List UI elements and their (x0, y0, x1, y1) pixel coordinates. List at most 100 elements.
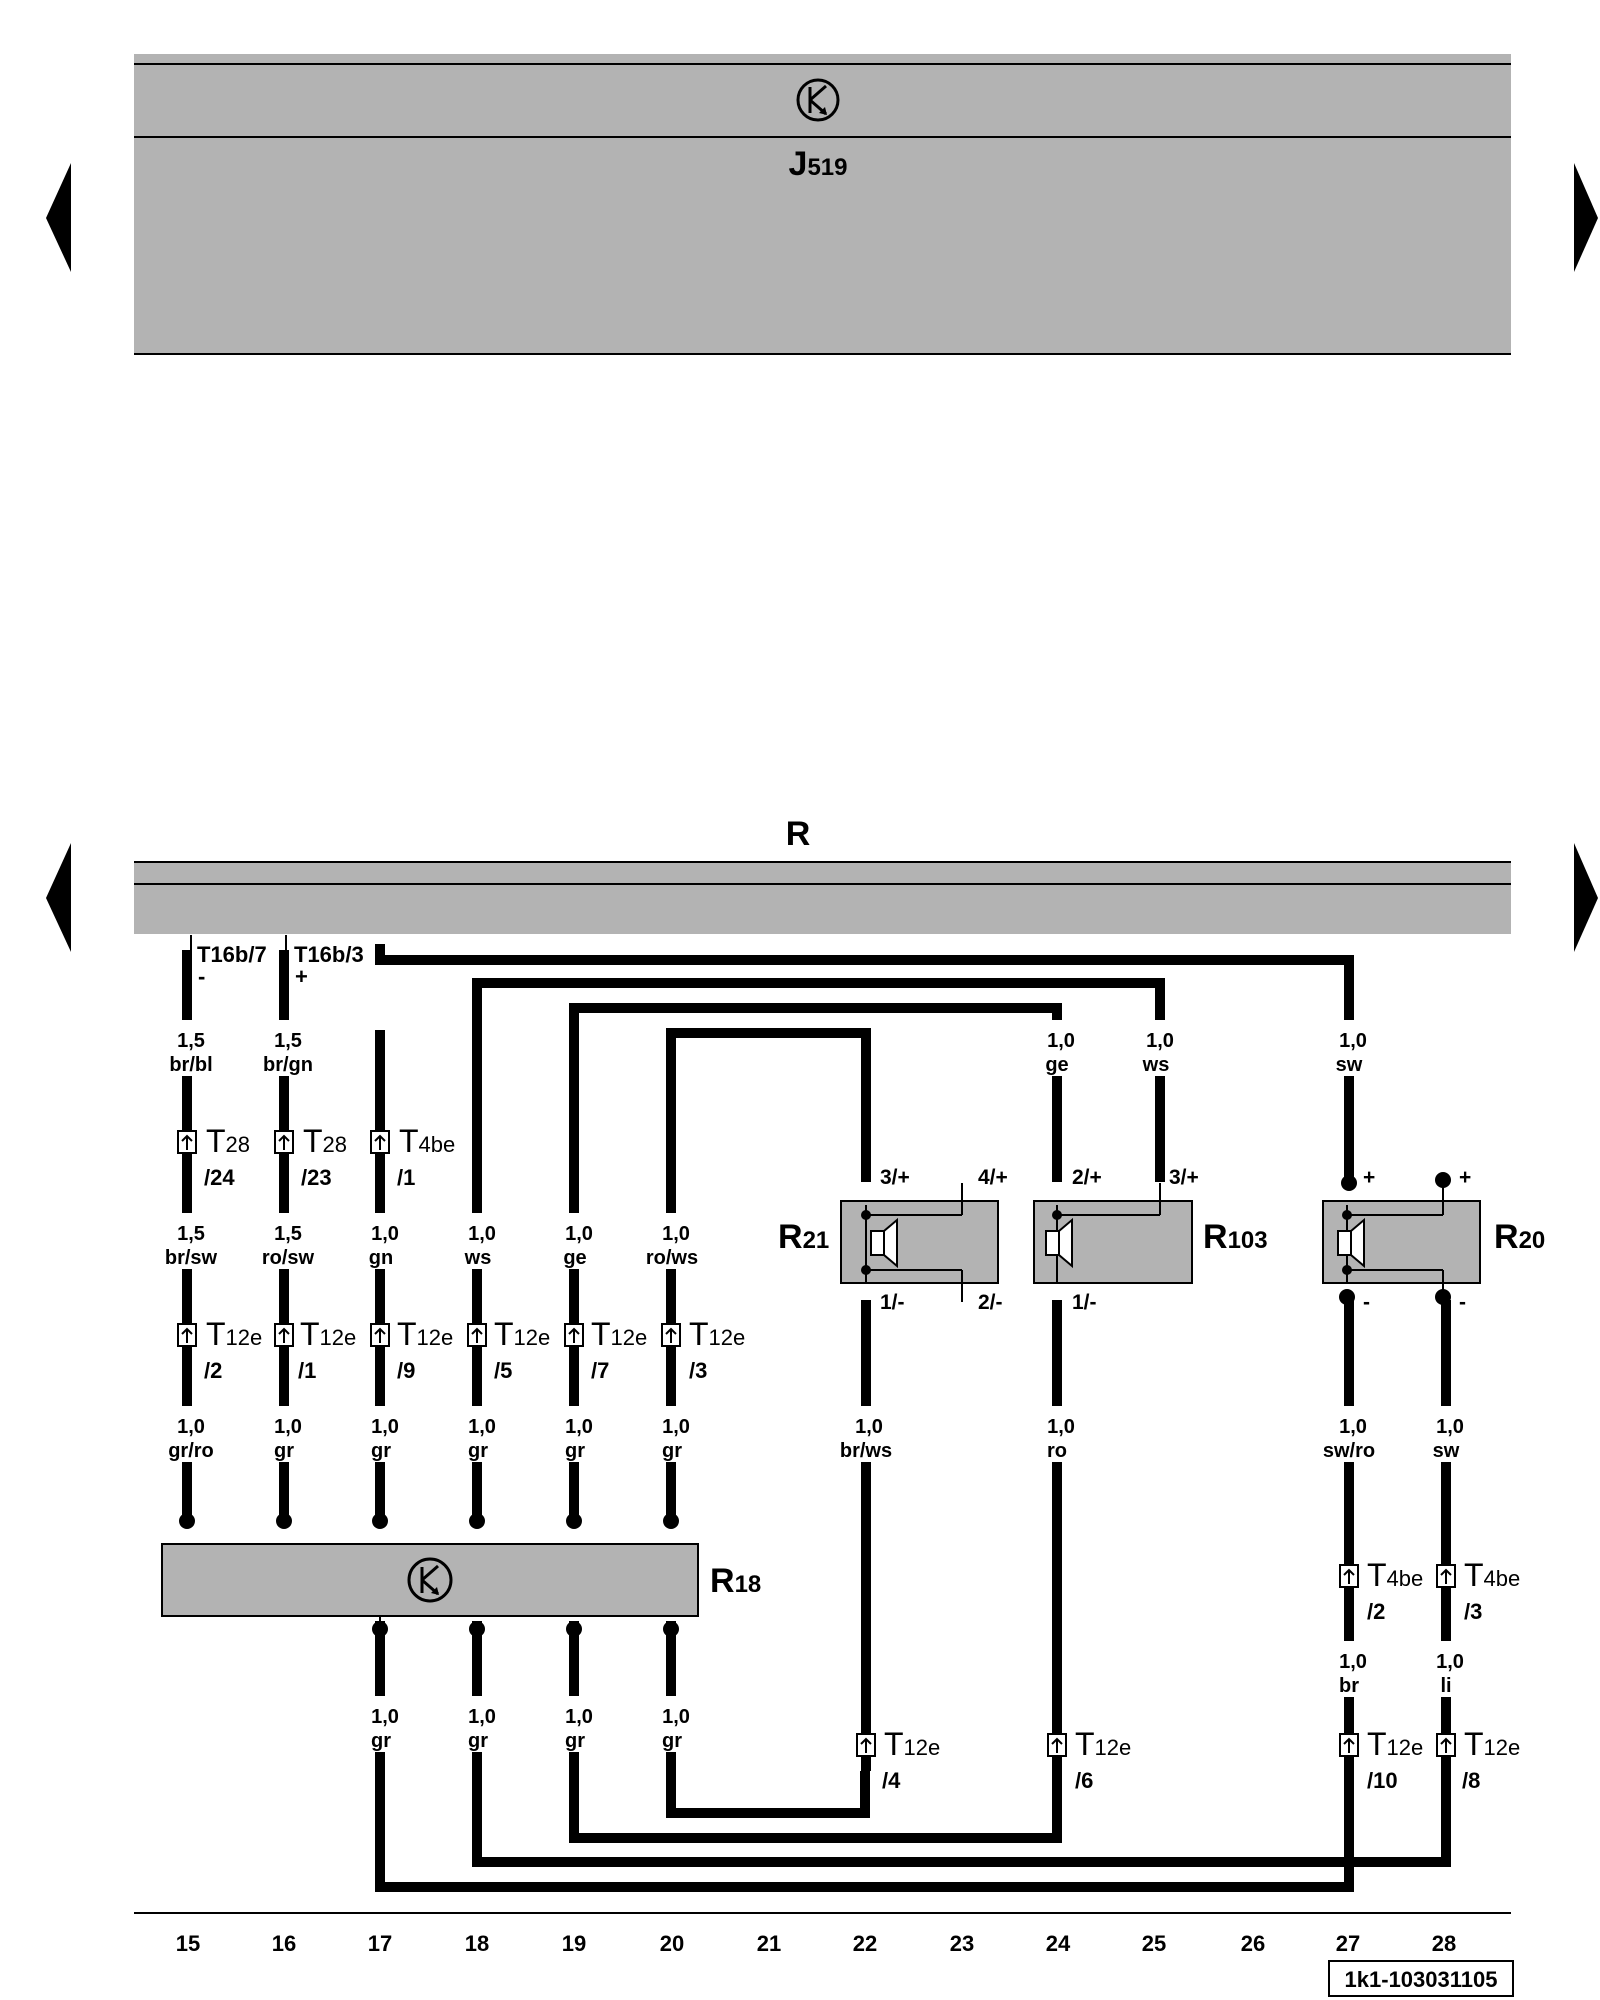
wire-gauge-label: 1,0 (468, 1416, 496, 1438)
connector-pin: /2 (204, 1358, 222, 1383)
pin-label: + (1459, 1166, 1471, 1189)
column-number: 15 (176, 1931, 200, 1956)
connector-symbol (467, 1323, 487, 1347)
column-number: 25 (1142, 1931, 1166, 1956)
previous-page-arrow[interactable] (46, 163, 71, 272)
pin-label: + (1363, 1166, 1375, 1189)
column-number: 28 (1432, 1931, 1456, 1956)
wire-color-label: gr (371, 1730, 391, 1752)
wire-color-label: ws (1142, 1054, 1170, 1076)
connector-pin: /5 (494, 1358, 512, 1383)
wire-color-label: br/bl (169, 1054, 212, 1076)
bus-pin-sign: - (198, 964, 205, 989)
connector-pin: /23 (301, 1165, 332, 1190)
connector-label: T12e (884, 1726, 940, 1762)
connector-label: T12e (1367, 1726, 1423, 1762)
wire-color-label: br/gn (263, 1054, 313, 1076)
column-number: 26 (1241, 1931, 1265, 1956)
r103-label: R103 (1203, 1218, 1268, 1256)
connector-symbol (1436, 1733, 1456, 1757)
wire-color-label: ro/ws (646, 1247, 698, 1269)
wire-gauge-label: 1,0 (371, 1416, 399, 1438)
next-page-arrow[interactable] (1574, 163, 1598, 272)
wire-gauge-label: 1,0 (662, 1223, 690, 1245)
wire-color-label: ge (563, 1247, 586, 1269)
wire-gauge-label: 1,0 (855, 1416, 883, 1438)
pin-label: 1/- (1072, 1291, 1097, 1314)
wire-loop-18-r103 (472, 978, 1165, 1194)
r18-amplifier: R18 (161, 1543, 761, 1617)
connector-symbol (274, 1130, 294, 1154)
connector-label: T12e (206, 1316, 262, 1352)
r21-speaker: 3/+ 4/+ 1/- 2/- R21 (778, 1166, 1008, 1314)
wire-gauge-label: 1,0 (565, 1706, 593, 1728)
wire-color-label: gn (369, 1247, 393, 1269)
wire-color-label: gr/ro (168, 1440, 214, 1462)
wire-loop-19-r103 (569, 1003, 1062, 1194)
previous-page-arrow[interactable] (46, 843, 71, 952)
wire-color-label: ge (1045, 1054, 1068, 1076)
connector-label: T12e (591, 1316, 647, 1352)
wire-gauge-label: 1,0 (1339, 1030, 1367, 1052)
connector-label: T28 (206, 1123, 250, 1159)
wire-gauge-label: 1,0 (1146, 1030, 1174, 1052)
wire-gauge-label: 1,0 (274, 1416, 302, 1438)
connector-symbol (564, 1323, 584, 1347)
connector-symbol (370, 1130, 390, 1154)
r103-speaker: 2/+ 3/+ 1/- R103 (1033, 1166, 1268, 1314)
wire-color-label: br (1339, 1675, 1359, 1697)
connector-label: T4be (399, 1123, 455, 1159)
pin-label: - (1459, 1291, 1466, 1314)
connector-label: T12e (397, 1316, 453, 1352)
connector-label: T4be (1367, 1557, 1423, 1593)
connector-symbol (856, 1733, 876, 1757)
wire-gauge-label: 1,0 (1436, 1651, 1464, 1673)
wire-gauge-label: 1,0 (662, 1706, 690, 1728)
bus-pin-sign: + (295, 964, 308, 989)
connector-symbol (1436, 1564, 1456, 1588)
wire-color-label: sw/ro (1323, 1440, 1375, 1462)
column-number: 17 (368, 1931, 392, 1956)
r20-label: R20 (1494, 1218, 1545, 1256)
connector-label: T12e (300, 1316, 356, 1352)
r21-label: R21 (778, 1218, 829, 1256)
wire-color-label: gr (468, 1440, 488, 1462)
wire-gauge-label: 1,0 (468, 1706, 496, 1728)
wire-color-label: gr (662, 1440, 682, 1462)
connector-pin: /4 (882, 1768, 901, 1793)
pin-label: - (1363, 1291, 1370, 1314)
wire-gauge-label: 1,0 (177, 1416, 205, 1438)
wire-gauge-label: 1,5 (177, 1030, 205, 1052)
speaker-icon (1337, 1217, 1365, 1269)
j519-label: J519 (789, 145, 848, 183)
wire-color-label: gr (565, 1730, 585, 1752)
connector-label: T12e (689, 1316, 745, 1352)
wire-gauge-label: 1,0 (468, 1223, 496, 1245)
wire-color-label: ro/sw (262, 1247, 315, 1269)
wire-labels: 1,5 br/bl 1,5 br/gn 1,5 br/sw 1,5 ro/sw … (165, 1030, 1464, 1752)
speaker-icon (870, 1217, 898, 1269)
connector-symbol (370, 1323, 390, 1347)
wire-color-label: gr (662, 1730, 682, 1752)
connector-symbol (177, 1323, 197, 1347)
wire-color-label: br/sw (165, 1247, 218, 1269)
reference-code-box: 1k1-103031105 (1328, 1960, 1514, 1997)
column-number: 24 (1046, 1931, 1071, 1956)
next-page-arrow[interactable] (1574, 843, 1598, 952)
connectors: T28 /24 T28 /23 T4be /1 T12e /2 T12e /1 … (177, 1123, 1520, 1793)
wire-gauge-label: 1,0 (1047, 1030, 1075, 1052)
column-number: 27 (1336, 1931, 1360, 1956)
connector-pin: /8 (1462, 1768, 1480, 1793)
r20-speaker: + + - - R20 (1322, 1166, 1545, 1314)
connector-symbol (177, 1130, 197, 1154)
pin-label: 1/- (880, 1291, 905, 1314)
connector-pin: /2 (1367, 1599, 1385, 1624)
wire-gauge-label: 1,5 (274, 1223, 302, 1245)
connector-pin: /6 (1075, 1768, 1093, 1793)
connector-label: T12e (494, 1316, 550, 1352)
pin-label: 2/+ (1072, 1166, 1102, 1189)
wire-color-label: gr (371, 1440, 391, 1462)
column-number: 19 (562, 1931, 586, 1956)
speaker-icon (1045, 1217, 1073, 1269)
wire-loop-17-27 (375, 1621, 1354, 1892)
